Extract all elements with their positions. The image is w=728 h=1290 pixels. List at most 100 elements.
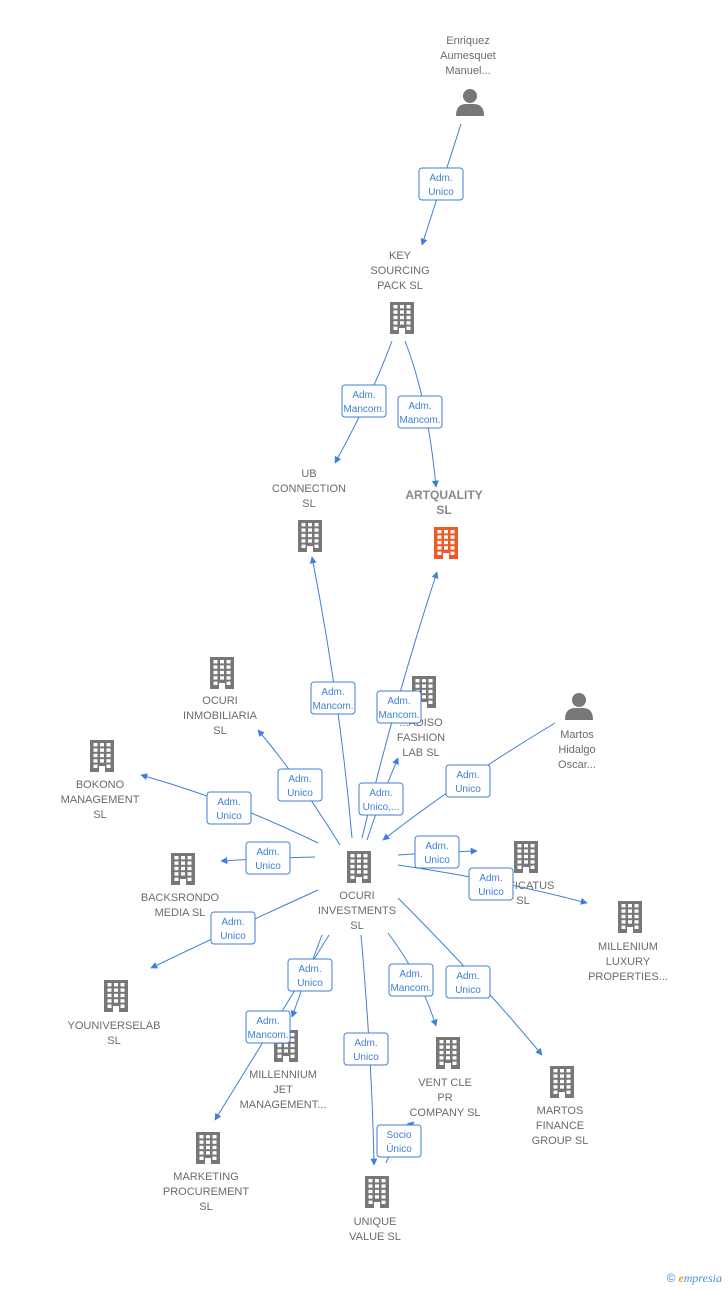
node-label-line: CONNECTION (272, 483, 346, 495)
node-label-line: SL (516, 895, 529, 907)
relation-text: Unico (455, 784, 481, 795)
node-label-line: OCURI (339, 890, 374, 902)
node-label-line: SL (199, 1201, 212, 1213)
person-icon (565, 693, 593, 720)
node-millenium-lux[interactable]: MILLENIUMLUXURYPROPERTIES... (588, 901, 668, 983)
node-label-line: FINANCE (536, 1120, 584, 1132)
relation-label-r10[interactable]: Adm.Unico (245, 841, 291, 875)
relation-label-r13[interactable]: Adm.Unico (210, 911, 256, 945)
node-label-line: VALUE SL (349, 1231, 401, 1243)
relation-text: Unico (478, 887, 504, 898)
building-icon (514, 841, 538, 873)
relation-label-r8[interactable]: Adm. Unico (445, 764, 491, 798)
relation-label-r11[interactable]: Adm.Unico (414, 835, 460, 869)
node-label-line: INVESTMENTS (318, 905, 396, 917)
building-icon (104, 980, 128, 1012)
node-label-line: SL (302, 498, 315, 510)
node-unique[interactable]: UNIQUE VALUE SL (349, 1176, 401, 1243)
relation-text: Adm. (456, 971, 479, 982)
relation-text: Adm. (288, 774, 311, 785)
relation-text: Unico (353, 1052, 379, 1063)
relation-label-r5[interactable]: Adm. Mancom. (376, 690, 422, 724)
edges (140, 123, 588, 1166)
building-icon (210, 657, 234, 689)
relation-label-r17[interactable]: Adm.Unico (445, 965, 491, 999)
relation-label-r9[interactable]: Adm.Unico (206, 791, 252, 825)
relation-label-r3[interactable]: Adm.Mancom. (397, 395, 443, 429)
node-label-line: INMOBILIARIA (183, 710, 258, 722)
node-enriquez[interactable]: EnriquezAumesquetManuel... (440, 35, 496, 116)
relation-label-r1[interactable]: Adm. Unico (418, 167, 464, 201)
node-label-line: Enriquez (446, 35, 489, 47)
relation-text: Adm. (369, 788, 392, 799)
relation-label-r6[interactable]: Adm. Unico (277, 768, 323, 802)
node-millennium-jet[interactable]: MILLENNIUMJETMANAGEMENT... (240, 1030, 327, 1111)
node-label-line: FASHION (397, 732, 445, 744)
building-icon (298, 520, 322, 552)
relation-text: Adm. (256, 847, 279, 858)
relation-text: Adm. (321, 687, 344, 698)
relation-text: Adm. (456, 770, 479, 781)
relation-label-r4[interactable]: Adm. Mancom. (310, 681, 356, 715)
relation-text: Unico (287, 788, 313, 799)
relation-text: Mancom. (378, 710, 419, 721)
node-label-line: Aumesquet (440, 50, 496, 62)
building-icon (196, 1132, 220, 1164)
relation-text: Adm. (479, 873, 502, 884)
relation-text: Unico (428, 187, 454, 198)
relation-text: Adm. (429, 173, 452, 184)
node-label-line: Manuel... (445, 65, 490, 77)
node-martos-person[interactable]: MartosHidalgoOscar... (558, 693, 596, 771)
relation-label-r2[interactable]: Adm. Mancom. (341, 384, 387, 418)
relation-label-r16[interactable]: Adm.Mancom. (388, 963, 434, 997)
relation-text: Adm. (387, 696, 410, 707)
relation-label-r7[interactable]: Adm.Unico,... (358, 782, 404, 816)
relation-text: Unico (216, 811, 242, 822)
relation-label-r12[interactable]: Adm. Unico (468, 867, 514, 901)
relation-label-r15[interactable]: Adm.Mancom. (245, 1010, 291, 1044)
relation-text: Unico (297, 978, 323, 989)
node-label-line: PACK SL (377, 280, 423, 292)
relation-text: Mancom. (343, 404, 384, 415)
node-label-line: MANAGEMENT... (240, 1099, 327, 1111)
node-label-line: MILLENNIUM (249, 1069, 317, 1081)
node-label-line: KEY (389, 250, 412, 262)
relation-label-r14[interactable]: Adm. Unico (287, 958, 333, 992)
relation-text: Adm. (352, 390, 375, 401)
building-icon (347, 851, 371, 883)
copyright-symbol: © (666, 1271, 676, 1285)
relation-text: Adm. (425, 841, 448, 852)
relation-text: Unico (220, 931, 246, 942)
node-label-line: BACKSRONDO (141, 892, 220, 904)
node-label-line: PR (437, 1092, 452, 1104)
relation-text: Mancom. (390, 983, 431, 994)
node-label-line: BOKONO (76, 779, 125, 791)
node-label-line: SL (213, 725, 226, 737)
relation-label-r18[interactable]: Adm. Unico (343, 1032, 389, 1066)
node-label-line: MARTOS (537, 1105, 584, 1117)
node-label-line: ARTQUALITY (405, 488, 482, 502)
node-label-line: MANAGEMENT (61, 794, 140, 806)
relation-text: Mancom. (312, 701, 353, 712)
node-label-line: UNIQUE (354, 1216, 397, 1228)
relation-text: Mancom. (247, 1030, 288, 1041)
relation-text: Adm. (298, 964, 321, 975)
relation-labels: Adm.UnicoAdm.Mancom.Adm.Mancom.Adm.Manco… (206, 167, 514, 1158)
relation-text: Adm. (354, 1038, 377, 1049)
